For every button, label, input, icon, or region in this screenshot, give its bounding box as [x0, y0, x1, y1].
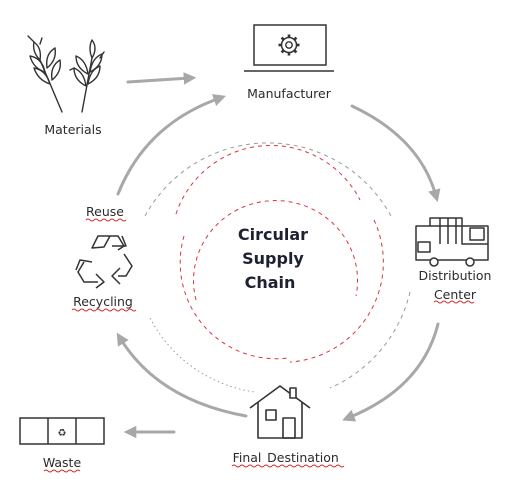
reuse-label: Reuse — [86, 204, 124, 219]
distribution-label-line1: Distribution — [419, 268, 492, 283]
title-line-3: Chain — [245, 273, 296, 292]
materials-label: Materials — [44, 122, 101, 137]
spellcheck-underline — [231, 464, 345, 468]
spellcheck-underline — [85, 218, 127, 222]
inner-ring-2c — [289, 219, 384, 363]
gear-icon — [278, 34, 300, 56]
recycling-label: Recycling — [73, 294, 133, 309]
node-recycling: Reuse Recycling — [71, 204, 137, 312]
arrow-manufacturer-to-distribution — [350, 104, 441, 203]
decorative-rings — [144, 142, 411, 393]
outer-ring-arc-top — [144, 142, 393, 219]
recycle-icon — [75, 235, 133, 289]
recycle-symbol-icon: ♻ — [58, 428, 67, 439]
flow-arrows — [116, 72, 441, 439]
manufacturer-label: Manufacturer — [247, 86, 332, 101]
node-waste: ♻ Waste — [19, 417, 105, 473]
arrow-destination-to-recycling — [116, 332, 248, 418]
house-icon — [249, 385, 311, 439]
waste-bin-icon — [19, 417, 105, 445]
node-manufacturer: Manufacturer — [244, 24, 334, 101]
spellcheck-underline — [433, 300, 475, 304]
wheat-icon — [27, 35, 105, 113]
outer-ring-arc-right — [329, 291, 411, 389]
spellcheck-underline — [43, 469, 81, 473]
arrow-distribution-to-destination — [342, 322, 440, 422]
title-line-1: Circular — [238, 225, 308, 244]
outer-ring-arc-left — [149, 317, 256, 393]
center-title: Circular Supply Chain — [238, 225, 308, 292]
arrow-materials-to-manufacturer — [126, 72, 197, 85]
node-final-destination: Final Destination — [231, 385, 345, 468]
title-line-2: Supply — [242, 249, 304, 268]
spellcheck-underline — [71, 308, 137, 312]
inner-ring-2 — [175, 145, 361, 215]
final-destination-label-b: Destination — [267, 450, 339, 465]
node-materials: Materials — [27, 35, 105, 137]
truck-icon — [415, 217, 489, 267]
inner-ring-1 — [193, 200, 359, 301]
inner-ring-2b — [179, 235, 289, 360]
arrow-reuse-to-manufacturer — [116, 94, 226, 196]
node-distribution-center: Distribution Center — [415, 217, 492, 304]
waste-label: Waste — [43, 455, 82, 470]
distribution-label-line2: Center — [434, 287, 477, 302]
final-destination-label-a: Final — [233, 450, 262, 465]
monitor-frame — [253, 24, 327, 66]
